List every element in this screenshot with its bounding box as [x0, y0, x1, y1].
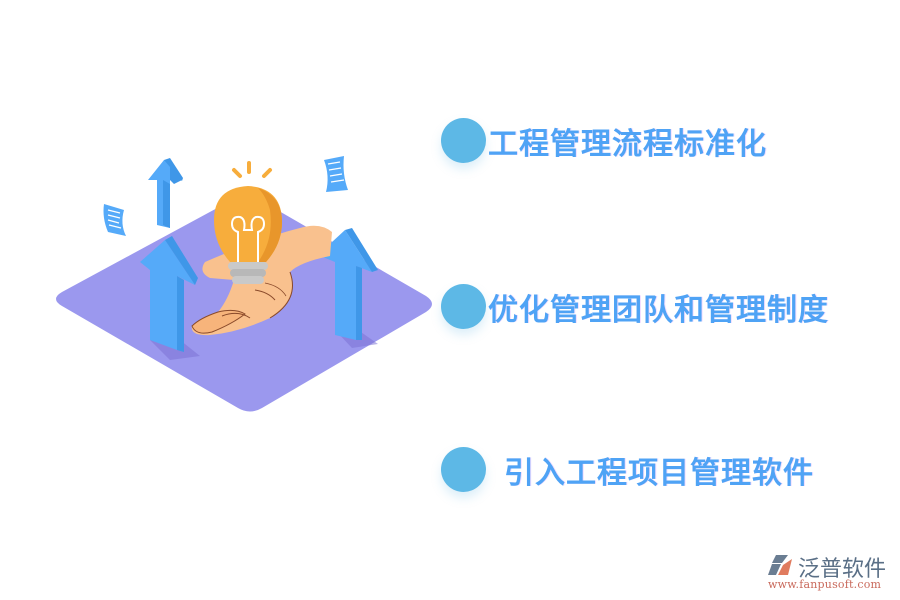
- list-item: 引入工程项目管理软件: [441, 447, 814, 492]
- up-arrow-icon: [140, 236, 198, 352]
- up-arrow-icon: [148, 158, 183, 228]
- item-label: 工程管理流程标准化: [488, 126, 767, 162]
- fanpu-logo-icon: [768, 555, 792, 575]
- paper-icon: [103, 204, 126, 236]
- bullet-circle-icon: [441, 284, 486, 329]
- up-arrow-icon: [318, 228, 378, 340]
- logo-name: 泛普软件: [798, 557, 887, 582]
- light-bulb-icon: [214, 161, 282, 284]
- bullet-circle-icon: [441, 447, 486, 492]
- item-label: 引入工程项目管理软件: [504, 455, 814, 491]
- list-item: 优化管理团队和管理制度: [441, 284, 829, 329]
- idea-illustration: [56, 156, 432, 412]
- list-item: 工程管理流程标准化: [441, 118, 767, 163]
- item-label: 优化管理团队和管理制度: [488, 292, 829, 328]
- fanpu-logo: 泛普软件 www.fanpusoft.com: [768, 551, 898, 596]
- paper-icon: [324, 156, 348, 192]
- logo-url: www.fanpusoft.com: [768, 578, 882, 591]
- bullet-circle-icon: [441, 118, 486, 163]
